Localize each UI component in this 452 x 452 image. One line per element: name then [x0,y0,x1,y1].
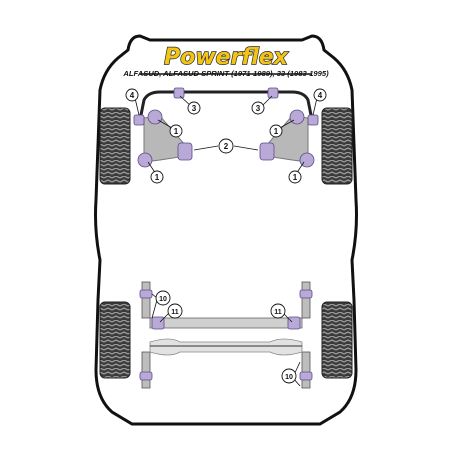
callout-4-left [125,88,139,102]
callout-1-right-lower-label: 1 [293,173,298,182]
callout-11-left-label: 11 [171,309,179,316]
bush-anti-roll-bar-mount-left [173,87,185,99]
rear-left-upright-lower [141,351,151,389]
callout-11-right-label: 11 [274,309,282,316]
rear-left-wheel [99,301,131,379]
bush-rear-lower-right [299,371,313,381]
callout-3-right-label: 3 [256,104,261,113]
bush-wishbone-front-right [289,109,305,125]
vehicle-subtitle: ALFASUD, ALFASUD SPRINT (1971-1989), 33 … [122,69,329,78]
callout-1-right-lower [288,170,302,184]
rear-panhard-rod [149,317,303,329]
bush-rear-upper-right [299,289,313,299]
callout-11-right [270,303,286,319]
callout-3-right [251,101,265,115]
brand-logo: Powerflex [164,45,289,70]
bush-drop-link-right [307,114,319,126]
bush-wishbone-front-left [147,109,163,125]
rear-left-upright-upper [141,281,151,319]
bush-rear-lower-left [139,371,153,381]
callout-10-right [281,368,297,384]
callout-1-left-lower-label: 1 [155,173,160,182]
callout-4-left-label: 4 [130,91,135,100]
bush-anti-roll-bar-mount-right [267,87,279,99]
car-body-outline [94,34,358,426]
callout-1-left-lower [150,170,164,184]
callout-badges [125,88,327,384]
bush-center-left [177,142,193,161]
callout-11-left [167,303,183,319]
rear-axle-beam [149,338,303,356]
callout-2-label: 2 [224,142,229,151]
callout-3-left [187,101,201,115]
callout-2 [218,138,234,154]
bush-drop-link-left [133,114,145,126]
rear-right-upright-lower [301,351,311,389]
callout-1-left-upper-label: 1 [174,127,179,136]
bush-panhard-left [151,316,165,330]
front-left-wheel [99,107,131,185]
callout-4-right [313,88,327,102]
callout-1-left-upper [169,124,183,138]
bush-panhard-right [287,316,301,330]
callout-10-left-label: 10 [159,296,167,303]
callout-3-left-label: 3 [192,104,197,113]
callout-10-left [155,290,171,306]
bush-center-right [259,142,275,161]
bush-rear-upper-left [139,289,153,299]
callout-4-right-label: 4 [318,91,323,100]
callout-1-right-upper [269,124,283,138]
bush-wishbone-rear-left [137,152,153,168]
rear-right-wheel [321,301,353,379]
bush-wishbone-rear-right [299,152,315,168]
callout-1-right-upper-label: 1 [274,127,279,136]
front-anti-roll-bar [138,90,314,121]
callout-10-right-label: 10 [285,374,293,381]
rear-right-upright-upper [301,281,311,319]
front-right-wheel [321,107,353,185]
